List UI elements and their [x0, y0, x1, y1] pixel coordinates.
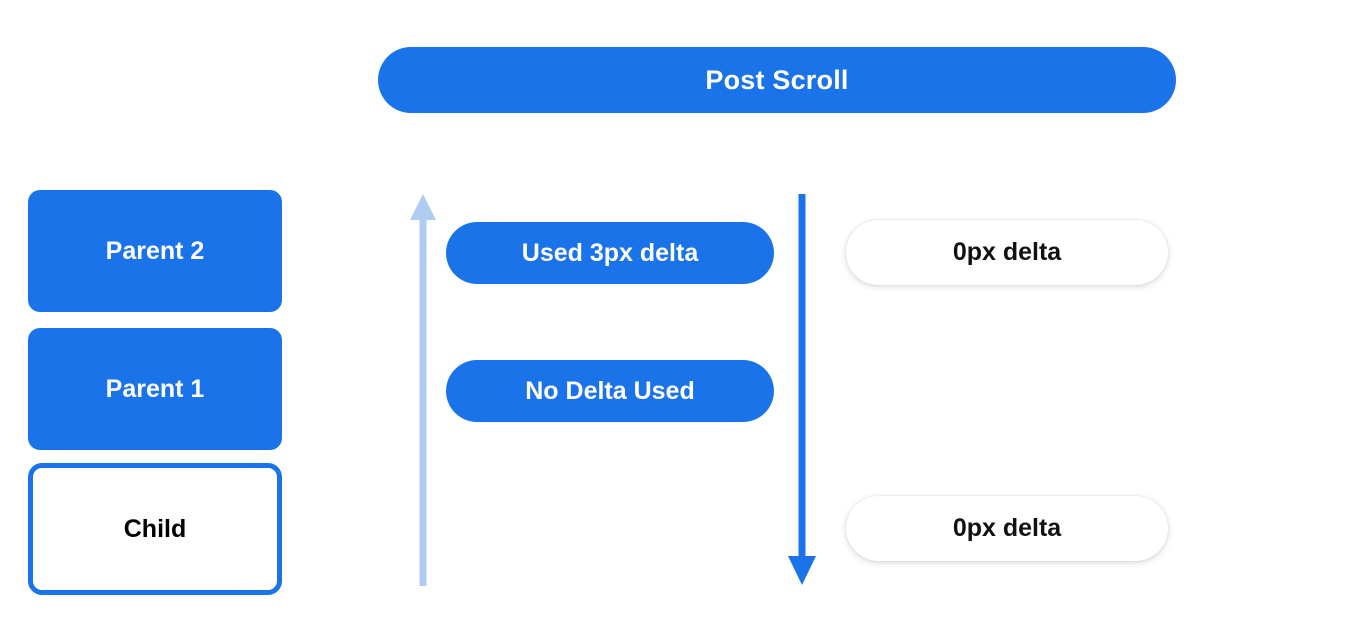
- stack-box-child-label: Child: [123, 514, 187, 543]
- pill-zero-delta-top: 0px delta: [846, 220, 1168, 285]
- pill-zero-delta-bottom: 0px delta: [846, 496, 1168, 561]
- pill-no-delta-used: No Delta Used: [446, 360, 774, 422]
- post-scroll-banner-label: Post Scroll: [705, 64, 849, 95]
- scroll-down-arrow-icon: [788, 194, 816, 585]
- stack-box-child: Child: [28, 463, 282, 595]
- pill-used-delta: Used 3px delta: [446, 222, 774, 284]
- bubble-up-arrow-icon: [410, 194, 436, 586]
- pill-zero-delta-top-label: 0px delta: [952, 238, 1062, 266]
- pill-no-delta-used-label: No Delta Used: [525, 376, 695, 405]
- post-scroll-banner: Post Scroll: [378, 47, 1176, 113]
- stack-box-parent-2: Parent 2: [28, 190, 282, 312]
- pill-zero-delta-bottom-label: 0px delta: [952, 514, 1062, 542]
- stack-box-parent-1: Parent 1: [28, 328, 282, 450]
- stack-box-parent-2-label: Parent 2: [105, 236, 205, 265]
- stack-box-parent-1-label: Parent 1: [105, 374, 205, 403]
- pill-used-delta-label: Used 3px delta: [521, 238, 699, 267]
